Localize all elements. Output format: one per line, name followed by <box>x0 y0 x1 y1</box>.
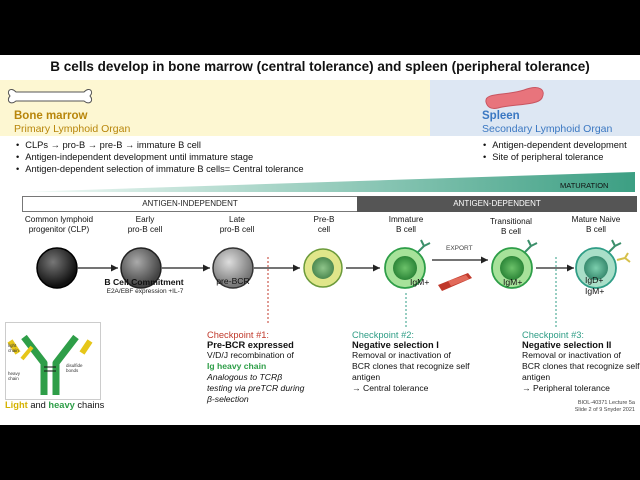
checkpoint-line: Removal or inactivation of <box>522 350 621 360</box>
stage-label-line: Mature Naive <box>571 215 621 224</box>
stage-label-line: Pre-B <box>313 215 335 224</box>
light-chain-label: light chain <box>8 343 19 353</box>
exported-cell-icon <box>438 273 472 291</box>
bone-marrow-subheading: Primary Lymphoid Organ <box>14 123 131 135</box>
footer-line: Slide 2 of 9 Snyder 2021 <box>574 407 635 413</box>
stage-label-clp: Common lymphoid progenitor (CLP) <box>14 215 104 235</box>
checkpoint-line: → Central tolerance <box>352 383 429 393</box>
stage-label-late-pro-b: Late pro-B cell <box>202 215 272 235</box>
stage-label-line: Common lymphoid <box>24 215 94 224</box>
stage-label-line: Transitional <box>489 217 533 226</box>
stage-label-line: B cell <box>585 225 607 234</box>
igm-immature-label: IgM+ <box>410 277 430 287</box>
igm-transitional-label: IgM+ <box>503 277 523 287</box>
bone-marrow-bullet: Antigen-dependent selection of immature … <box>16 163 303 175</box>
stage-label-line: pro-B cell <box>219 225 255 234</box>
bone-marrow-panel: Bone marrow Primary Lymphoid Organ <box>0 80 430 136</box>
pre-b-nucleus <box>312 257 334 279</box>
igm-mature-label: IgM+ <box>585 286 605 296</box>
stage-label-line: B cell <box>500 227 522 236</box>
stage-label-line: pro-B cell <box>127 225 163 234</box>
footer-line: BIOL-40371 Lecture 5a <box>577 400 635 406</box>
maturation-label: MATURATION <box>560 181 609 190</box>
stage-label-line: Early <box>135 215 155 224</box>
checkpoint-heading: Negative selection I <box>352 340 439 350</box>
stage-label-immature: Immature B cell <box>371 215 441 235</box>
checkpoint-line: → Peripheral tolerance <box>522 383 610 393</box>
antibody-icon <box>7 334 93 395</box>
caption-heavy: heavy <box>48 400 75 410</box>
immature-b-nucleus <box>393 256 417 280</box>
igd-mature-label: IgD+ <box>585 275 604 285</box>
checkpoint-line: antigen <box>352 372 381 382</box>
checkpoint-label: Checkpoint #3: <box>522 330 585 340</box>
checkpoint-1: Checkpoint #1: Pre-BCR expressed V/D/J r… <box>207 330 337 405</box>
caption-chains: chains <box>77 400 105 410</box>
spleen-bullets: Antigen-dependent development Site of pe… <box>483 139 627 163</box>
checkpoint-line: β-selection <box>207 394 249 404</box>
spleen-bullet: Site of peripheral tolerance <box>483 151 627 163</box>
antibody-caption: Light and heavy chains <box>5 400 104 410</box>
checkpoint-connectors <box>267 257 557 327</box>
bone-marrow-bullets: CLPs → pro-B → pre-B → immature B cell A… <box>16 139 304 175</box>
spleen-panel: Spleen Secondary Lymphoid Organ <box>430 80 640 136</box>
bone-marrow-bullet: CLPs → pro-B → pre-B → immature B cell <box>16 139 304 151</box>
spleen-heading: Spleen <box>482 110 520 122</box>
igd-receptor-icon <box>616 252 631 263</box>
development-flow <box>36 239 631 291</box>
late-pro-b-cell <box>212 247 254 289</box>
heavy-chain-label: heavy chain <box>8 371 21 381</box>
stage-label-pre-b: Pre-B cell <box>289 215 359 235</box>
commitment-heading: B Cell Commitment <box>104 277 184 287</box>
slide-title: B cells develop in bone marrow (central … <box>50 59 590 74</box>
maturation-wedge <box>20 172 635 192</box>
bone-icon <box>7 89 93 104</box>
checkpoint-line: testing via preTCR during <box>207 383 305 393</box>
slide-footer: BIOL-40371 Lecture 5a Slide 2 of 9 Snyde… <box>520 400 635 414</box>
slide: B cells develop in bone marrow (central … <box>0 55 640 425</box>
stage-label-transitional: Transitional B cell <box>476 217 546 237</box>
checkpoint-3: Checkpoint #3: Negative selection II Rem… <box>522 330 640 394</box>
checkpoint-heading: Negative selection II <box>522 340 612 350</box>
spleen-bullet: Antigen-dependent development <box>483 139 626 151</box>
antigen-independent-bar: ANTIGEN-INDEPENDENT <box>22 196 358 212</box>
bcr-receptor-icon <box>417 239 622 253</box>
checkpoint-line: Analogous to TCRβ <box>207 372 283 382</box>
checkpoint-line: antigen <box>522 372 551 382</box>
stage-label-mature-naive: Mature Naive B cell <box>558 215 634 235</box>
checkpoint-label: Checkpoint #1: <box>207 330 270 340</box>
bone-marrow-heading: Bone marrow <box>14 110 88 122</box>
bone-marrow-bullet: Antigen-independent development until im… <box>16 151 304 163</box>
antibody-figure: light chain heavy chain disulfide bonds <box>5 322 101 400</box>
mature-naive-b-nucleus <box>584 256 608 280</box>
antigen-dependent-bar: ANTIGEN-DEPENDENT <box>357 196 637 212</box>
spleen-subheading: Secondary Lymphoid Organ <box>482 123 613 135</box>
caption-and: and <box>30 400 46 410</box>
stage-label-early-pro-b: Early pro-B cell <box>110 215 180 235</box>
checkpoint-line: V/D/J recombination of <box>207 350 294 360</box>
export-label: EXPORT <box>446 245 473 252</box>
stage-label-line: Immature <box>388 215 424 224</box>
stage-label-line: B cell <box>395 225 417 234</box>
checkpoint-highlight: Ig heavy chain <box>207 361 267 371</box>
stage-label-line: cell <box>317 225 331 234</box>
spleen-icon <box>485 87 544 109</box>
checkpoint-line: Removal or inactivation of <box>352 350 451 360</box>
checkpoint-label: Checkpoint #2: <box>352 330 415 340</box>
checkpoint-line: BCR clones that recognize self <box>522 361 640 371</box>
checkpoint-line: BCR clones that recognize self <box>352 361 470 371</box>
transitional-b-nucleus <box>500 256 524 280</box>
stage-label-line: Late <box>229 215 245 224</box>
clp-cell <box>36 247 78 289</box>
caption-light: Light <box>5 400 28 410</box>
checkpoint-heading: Pre-BCR expressed <box>207 340 294 350</box>
checkpoint-2: Checkpoint #2: Negative selection I Remo… <box>352 330 492 394</box>
stage-label-line: progenitor (CLP) <box>28 225 90 234</box>
commitment-detail: E2A/EBF expression +IL-7 <box>106 288 184 295</box>
early-pro-b-cell <box>120 247 162 289</box>
disulfide-label: disulfide bonds <box>66 363 83 373</box>
pre-bcr-label: pre-BCR <box>216 276 250 286</box>
